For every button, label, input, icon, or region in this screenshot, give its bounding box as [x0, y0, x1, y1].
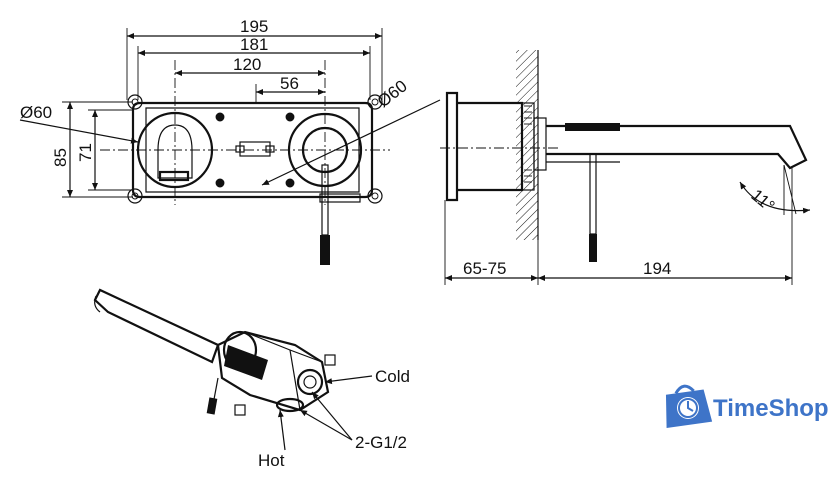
dim-195: 195: [240, 17, 268, 36]
clock-bag-icon: [665, 384, 713, 429]
front-view: 195 181 120 56 85 71 Ø60 Ø60: [19, 17, 441, 265]
dim-56: 56: [280, 74, 299, 93]
dim-120: 120: [233, 55, 261, 74]
mount-lug-br: [367, 188, 383, 204]
angle-label: 11°: [747, 186, 778, 216]
mounting-plate: [131, 101, 374, 199]
wall-hatch: [516, 50, 538, 240]
dim-65-75: 65-75: [463, 259, 506, 278]
mount-lug-bl: [127, 188, 143, 204]
mount-lug-tr: [367, 94, 383, 110]
dim-85: 85: [51, 148, 70, 167]
hot-label: Hot: [258, 451, 285, 470]
dim-dia-spout: Ø60: [20, 103, 52, 122]
hot-inlet: [275, 397, 305, 413]
cold-label: Cold: [375, 367, 410, 386]
brand-logo: TimeShop: [665, 384, 829, 429]
dim-71: 71: [76, 143, 95, 162]
dim-dia-handle: Ø60: [374, 76, 411, 111]
dim-181: 181: [240, 35, 268, 54]
brand-name: TimeShop: [713, 395, 829, 422]
cold-inlet: [296, 368, 324, 396]
dim-194: 194: [643, 259, 671, 278]
thread-label: 2-G1/2: [355, 433, 407, 452]
iso-view: Cold Hot 2-G1/2: [93, 288, 410, 470]
side-view: 65-75 194 11°: [440, 50, 811, 285]
